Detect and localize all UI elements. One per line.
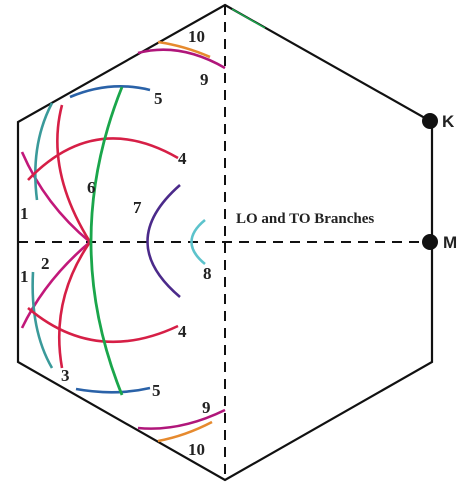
branch-2-upper-curve xyxy=(56,104,92,243)
point-k-marker xyxy=(422,113,438,129)
branch-9-lower-curve xyxy=(137,408,226,430)
branch-label-5-lower: 5 xyxy=(152,381,161,400)
branch-4-lower-curve xyxy=(27,307,179,344)
branch-1-teal-upper-curve xyxy=(34,102,54,201)
branch-7-curve xyxy=(146,184,181,298)
branch-10-upper-curve xyxy=(157,40,211,59)
branch-label-5-upper: 5 xyxy=(154,89,163,108)
branch-4-upper-curve xyxy=(27,137,179,181)
top-edge-mark xyxy=(231,8,266,29)
branch-label-4-lower: 4 xyxy=(178,322,187,341)
branch-label-10-upper: 10 xyxy=(188,27,205,46)
branch-label-10-lower: 10 xyxy=(188,440,205,459)
branch-label-1-upper: 1 xyxy=(20,204,29,223)
branch-1-lower-curve xyxy=(20,241,91,329)
diagram-title: LO and TO Branches xyxy=(236,211,374,227)
branch-1-upper-curve xyxy=(20,151,91,244)
branch-label-4-upper: 4 xyxy=(178,149,187,168)
branch-label-1-lower: 1 xyxy=(20,267,29,286)
point-k-label: K xyxy=(442,112,455,131)
branch-label-9-upper: 9 xyxy=(200,70,209,89)
point-m-marker xyxy=(422,234,438,250)
branch-3-curve xyxy=(57,241,92,369)
branch-5-lower-curve xyxy=(75,386,151,394)
branch-label-6: 6 xyxy=(87,178,96,197)
branch-8-curve xyxy=(190,218,206,266)
point-m-label: M xyxy=(443,233,457,252)
branch-1-teal-lower-curve xyxy=(31,271,54,369)
branch-label-7: 7 xyxy=(133,198,142,217)
branch-6-curve xyxy=(89,86,124,396)
branch-label-3: 3 xyxy=(61,366,70,385)
branch-5-upper-curve xyxy=(69,85,151,99)
branch-9-upper-curve xyxy=(137,48,226,70)
branch-10-lower-curve xyxy=(157,420,213,443)
branch-label-9-lower: 9 xyxy=(202,398,211,417)
branch-label-8: 8 xyxy=(203,264,212,283)
branch-label-2: 2 xyxy=(41,254,50,273)
